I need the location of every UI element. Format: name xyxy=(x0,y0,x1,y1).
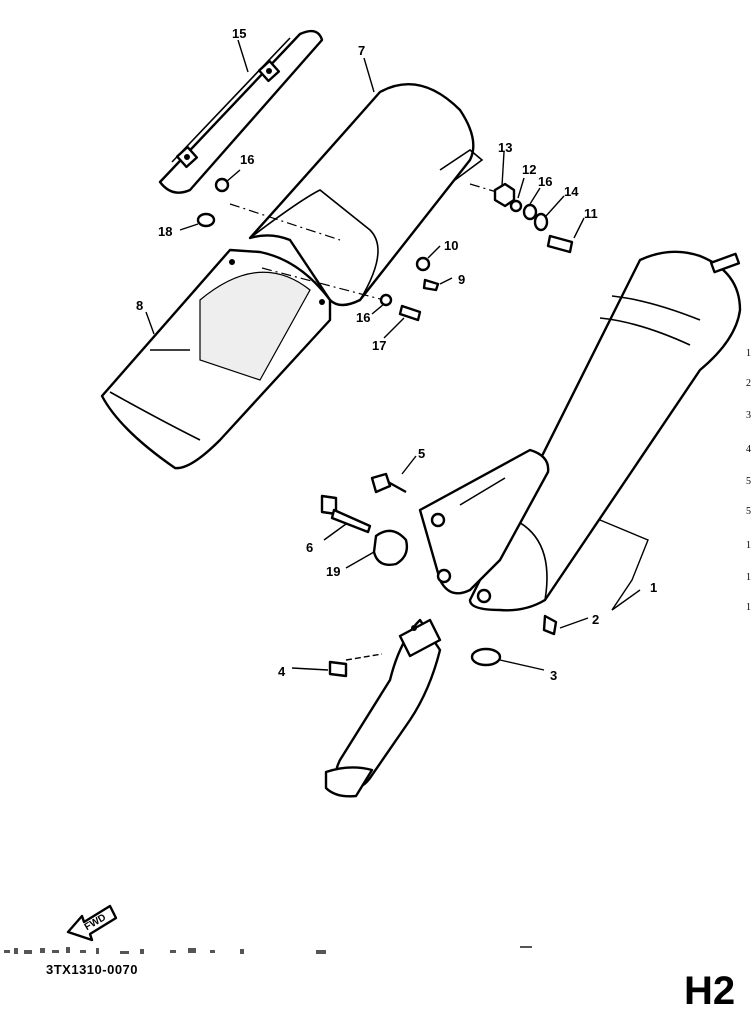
cover-part-8 xyxy=(100,248,332,470)
cover-part-7 xyxy=(248,83,484,307)
callout-15: 15 xyxy=(232,26,246,41)
callout-7: 7 xyxy=(358,43,365,58)
callout-16-mid: 16 xyxy=(356,310,370,325)
callout-4: 4 xyxy=(278,664,286,679)
callout-6: 6 xyxy=(306,540,313,555)
edge-mark: 5 xyxy=(746,476,751,487)
callout-2: 2 xyxy=(592,612,599,627)
edge-mark: 1 xyxy=(746,540,751,551)
callout-1: 1 xyxy=(650,580,657,595)
edge-mark: 1 xyxy=(746,572,751,583)
callout-19: 19 xyxy=(326,564,340,579)
callout-5: 5 xyxy=(418,446,425,461)
callout-17: 17 xyxy=(372,338,386,353)
callout-9: 9 xyxy=(458,272,465,287)
hardware-lower xyxy=(320,472,558,678)
edge-mark: 4 xyxy=(746,444,751,455)
callout-labels: 15 7 16 18 8 13 12 16 14 11 10 9 16 17 5… xyxy=(136,26,657,683)
callout-11: 11 xyxy=(584,206,598,221)
fwd-arrow: FWD xyxy=(66,904,118,942)
hardware-upper xyxy=(196,177,574,322)
edge-mark: 1 xyxy=(746,602,751,613)
callout-3: 3 xyxy=(550,668,557,683)
callout-13: 13 xyxy=(498,140,512,155)
edge-mark: 1 xyxy=(746,348,751,359)
edge-mark: 3 xyxy=(746,410,751,421)
drawing-code: 3TX1310-0070 xyxy=(46,962,139,977)
callout-8: 8 xyxy=(136,298,143,313)
edge-mark: 5 xyxy=(746,506,751,517)
callout-16-top: 16 xyxy=(240,152,254,167)
callout-12: 12 xyxy=(522,162,536,177)
muffler-part-1 xyxy=(324,250,742,798)
edge-mark: 2 xyxy=(746,378,751,389)
callout-18: 18 xyxy=(158,224,172,239)
sheet-label: H2 xyxy=(684,969,736,1013)
callout-10: 10 xyxy=(444,238,458,253)
callout-16-right: 16 xyxy=(538,174,552,189)
scan-noise xyxy=(4,946,532,954)
protector-part-15 xyxy=(158,29,324,194)
callout-leaders xyxy=(145,39,649,671)
callout-14: 14 xyxy=(564,184,579,199)
